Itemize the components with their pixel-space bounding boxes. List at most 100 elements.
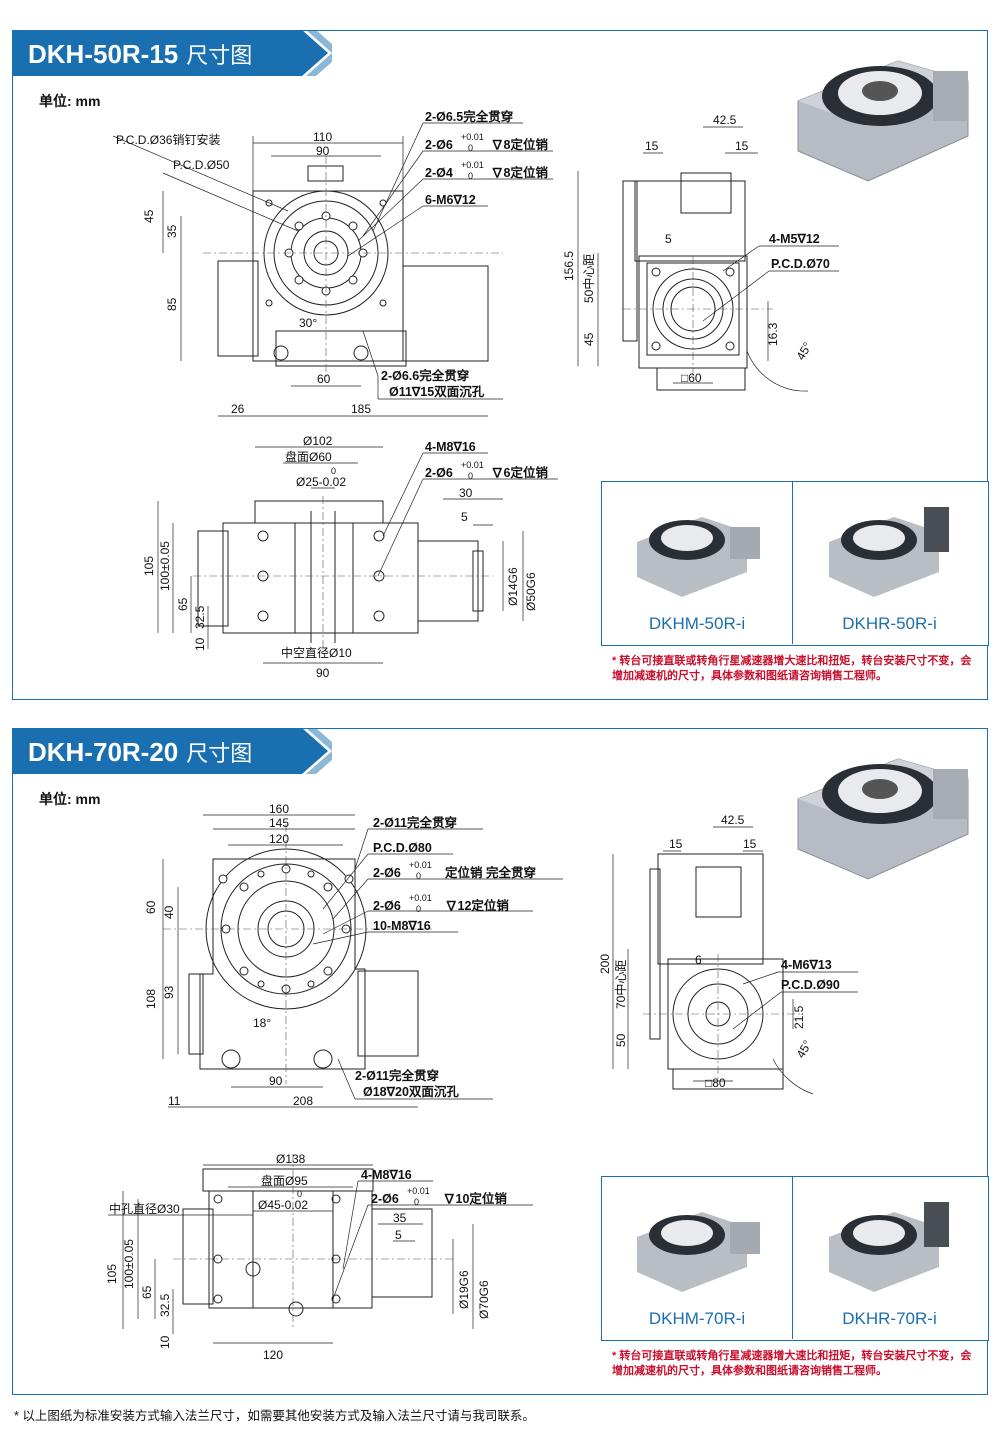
note-n6b: Ø18∇20双面沉孔 [363, 1084, 459, 1099]
side-s50c: 50中心距 [581, 254, 596, 303]
note-n3-tol: +0.01 [409, 860, 432, 870]
note-n4-tol: +0.01 [409, 893, 432, 903]
bot-b2o6-tol2: 0 [414, 1197, 419, 1207]
variant-table: DKHM-70R-i DKHR-70R-i * 转台可接直联或转角行星减速器增大… [601, 1176, 989, 1377]
note-n3-tol: +0.01 [461, 160, 484, 170]
dim-pcd36: P.C.D.Ø36销钉安装 [116, 132, 220, 147]
side-s50: 50 [614, 1033, 628, 1047]
side-s15a: 15 [669, 837, 683, 851]
bot-b65: 65 [140, 1285, 154, 1299]
note-n4b: ∇12定位销 [445, 898, 509, 913]
note-n3b: ∇8定位销 [491, 165, 548, 180]
note-n4-tol2: 0 [416, 904, 421, 914]
side-s4m6: 4-M6∇13 [781, 958, 832, 972]
side-s425: 42.5 [721, 813, 745, 827]
side-sq60: □60 [681, 371, 702, 385]
note-text: * 转台可接直联或转角行星减速器增大速比和扭矩，转台安装尺寸不变，会增加减速机的… [612, 1350, 972, 1377]
bot-bpan: 盘面Ø60 [285, 449, 332, 464]
bot-b5: 5 [461, 510, 468, 524]
bot-b102: Ø102 [303, 434, 333, 448]
note-n3a: 2-Ø6 [373, 866, 401, 880]
bot-b90: 90 [316, 666, 330, 680]
technical-drawing: 110 90 P.C.D.Ø36销钉安装 P.C.D.Ø50 45 35 85 … [112, 109, 839, 680]
side-s45deg: 45° [793, 1038, 814, 1061]
side-s5: 5 [665, 232, 672, 246]
side-s163: 16.3 [766, 322, 780, 346]
section-title-sub: 尺寸图 [186, 43, 253, 68]
bot-b35: 35 [393, 1211, 407, 1225]
note-n5a: 2-Ø6.6完全贯穿 [381, 368, 469, 383]
note-n1: 2-Ø11完全贯穿 [373, 815, 457, 830]
bot-b2o6: 2-Ø6 [425, 466, 453, 480]
dim-w185: 185 [351, 402, 371, 416]
section-title: DKH-50R-15 [28, 39, 179, 69]
note-n5: 10-M8∇16 [373, 919, 431, 933]
note-n3-tol2: 0 [468, 171, 473, 181]
note-n2-tol: +0.01 [461, 132, 484, 142]
section-dkh-50r-15: DKH-50R-15 尺寸图 单位: mm [12, 30, 989, 700]
side-s6: 6 [695, 953, 702, 967]
side-s1565: 156.5 [562, 251, 576, 281]
bot-b50: Ø50G6 [524, 572, 538, 611]
side-s15b: 15 [735, 139, 749, 153]
side-s200: 200 [598, 954, 612, 974]
bot-b2o6: 2-Ø6 [371, 1192, 399, 1206]
variant-cell: DKHR-50R-i [794, 482, 985, 644]
bot-bpan: 盘面Ø95 [261, 1173, 308, 1188]
bot-b100: 100±0.05 [158, 541, 172, 591]
bot-b25: Ø25-0.02 [296, 475, 346, 489]
bot-b25t: 0 [331, 466, 336, 476]
note-n2: P.C.D.Ø80 [373, 841, 432, 855]
bot-b2o6b: ∇10定位销 [443, 1191, 507, 1206]
unit-label: 单位: mm [39, 93, 101, 109]
dim-h60: 60 [144, 900, 158, 914]
variant-name: DKHR-50R-i [842, 614, 937, 633]
technical-drawing: 160 145 120 2-Ø11完全贯穿 P.C.D.Ø80 2-Ø6 +0.… [105, 802, 858, 1362]
dim-pcd50: P.C.D.Ø50 [173, 158, 230, 172]
bot-b45t: 0 [297, 1189, 302, 1199]
dim-w90: 90 [316, 144, 330, 158]
note-n2-tol2: 0 [468, 143, 473, 153]
variant-name: DKHR-70R-i [842, 1309, 937, 1328]
note-n2b: ∇8定位销 [491, 137, 548, 152]
section-title-sub: 尺寸图 [186, 741, 253, 766]
note-n2a: 2-Ø6 [425, 138, 453, 152]
dim-h45: 45 [142, 209, 156, 223]
bot-b100: 100±0.05 [122, 1239, 136, 1289]
note-n3a: 2-Ø4 [425, 166, 453, 180]
dim-w11: 11 [168, 1094, 181, 1108]
dim-h85: 85 [165, 297, 179, 311]
side-s15a: 15 [645, 139, 659, 153]
dim-w60: 60 [317, 372, 331, 386]
variant-photo [637, 1212, 760, 1292]
side-s45: 45 [582, 332, 596, 346]
note-n1: 2-Ø6.5完全贯穿 [425, 109, 513, 124]
bot-b5: 5 [395, 1228, 402, 1242]
side-spcd70: P.C.D.Ø70 [771, 257, 830, 271]
note-n4a: 2-Ø6 [373, 899, 401, 913]
dim-w160: 160 [269, 802, 289, 816]
note-n5b: Ø11∇15双面沉孔 [389, 384, 485, 399]
bot-bhole: 中空直径Ø10 [281, 645, 352, 660]
note-n6a: 2-Ø11完全贯穿 [355, 1068, 439, 1083]
product-photo [797, 60, 969, 182]
variant-photo [829, 1202, 949, 1292]
bot-b325: 32.5 [193, 605, 207, 629]
bot-b2o6-tol: +0.01 [461, 460, 484, 470]
note-n4: 6-M6∇12 [425, 193, 476, 207]
side-s15b: 15 [743, 837, 757, 851]
bot-b325: 32.5 [158, 1293, 172, 1317]
dim-w120: 120 [269, 832, 289, 846]
product-photo [797, 758, 969, 880]
bot-b2o6-tol: +0.01 [407, 1186, 430, 1196]
bot-b2o6-tol2: 0 [468, 471, 473, 481]
dim-h40: 40 [162, 905, 176, 919]
dim-w208: 208 [293, 1094, 313, 1108]
bot-b45: Ø45-0.02 [258, 1198, 308, 1212]
bot-b4m8: 4-M8∇16 [425, 440, 476, 454]
bot-b30: 30 [459, 486, 473, 500]
bot-b2o6b: ∇6定位销 [491, 465, 548, 480]
variant-name: DKHM-50R-i [648, 614, 746, 633]
note-text: * 转台可接直联或转角行星减速器增大速比和扭矩，转台安装尺寸不变，会增加减速机的… [612, 655, 972, 682]
